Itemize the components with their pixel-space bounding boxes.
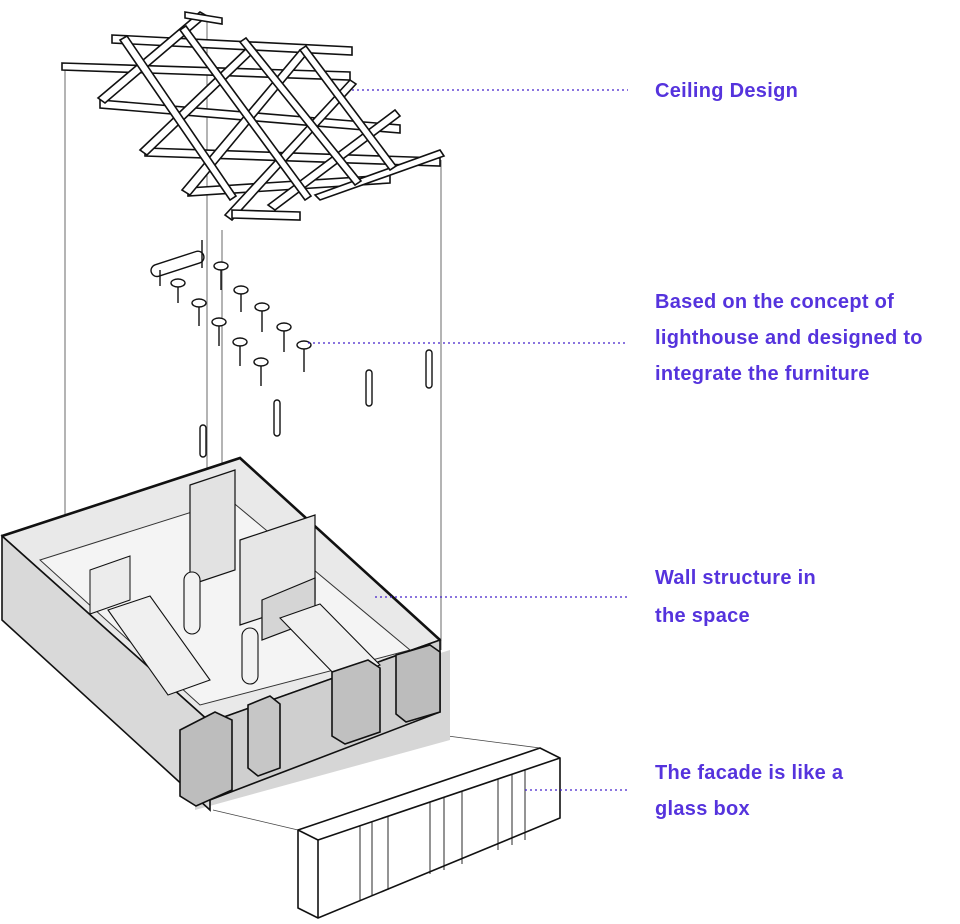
annotation-facade: The facade is like a glass box xyxy=(655,755,843,827)
annotation-ceiling: Ceiling Design xyxy=(655,73,798,109)
annotation-line: integrate the furniture xyxy=(655,363,870,385)
annotation-lighting: Based on the concept of lighthouse and d… xyxy=(655,284,923,392)
pendant-light xyxy=(253,357,269,386)
pendant-light xyxy=(213,261,229,290)
pendant-light xyxy=(191,298,207,326)
annotation-line: the space xyxy=(655,605,750,627)
annotation-line: Ceiling Design xyxy=(655,80,799,102)
projection-lines xyxy=(64,22,541,831)
ceiling-grid xyxy=(61,11,446,222)
pendant-light xyxy=(170,278,186,303)
annotation-line: glass box xyxy=(655,798,750,820)
pendant-light xyxy=(232,337,248,366)
annotation-wall: Wall structure in the space xyxy=(655,559,816,635)
glass-facade-box xyxy=(297,747,561,919)
annotation-line: lighthouse and designed to xyxy=(655,327,923,349)
wall-structure xyxy=(0,456,450,812)
annotation-line: The facade is like a xyxy=(655,762,844,784)
leader-lines xyxy=(308,89,628,791)
pendant-light xyxy=(254,302,270,332)
pendant-light xyxy=(276,322,292,352)
pendant-light xyxy=(296,340,312,372)
pendant-lights xyxy=(150,240,433,458)
pendant-light xyxy=(211,317,227,346)
annotation-line: Wall structure in xyxy=(655,567,817,589)
pendant-light xyxy=(233,285,249,312)
annotation-line: Based on the concept of xyxy=(655,291,895,313)
